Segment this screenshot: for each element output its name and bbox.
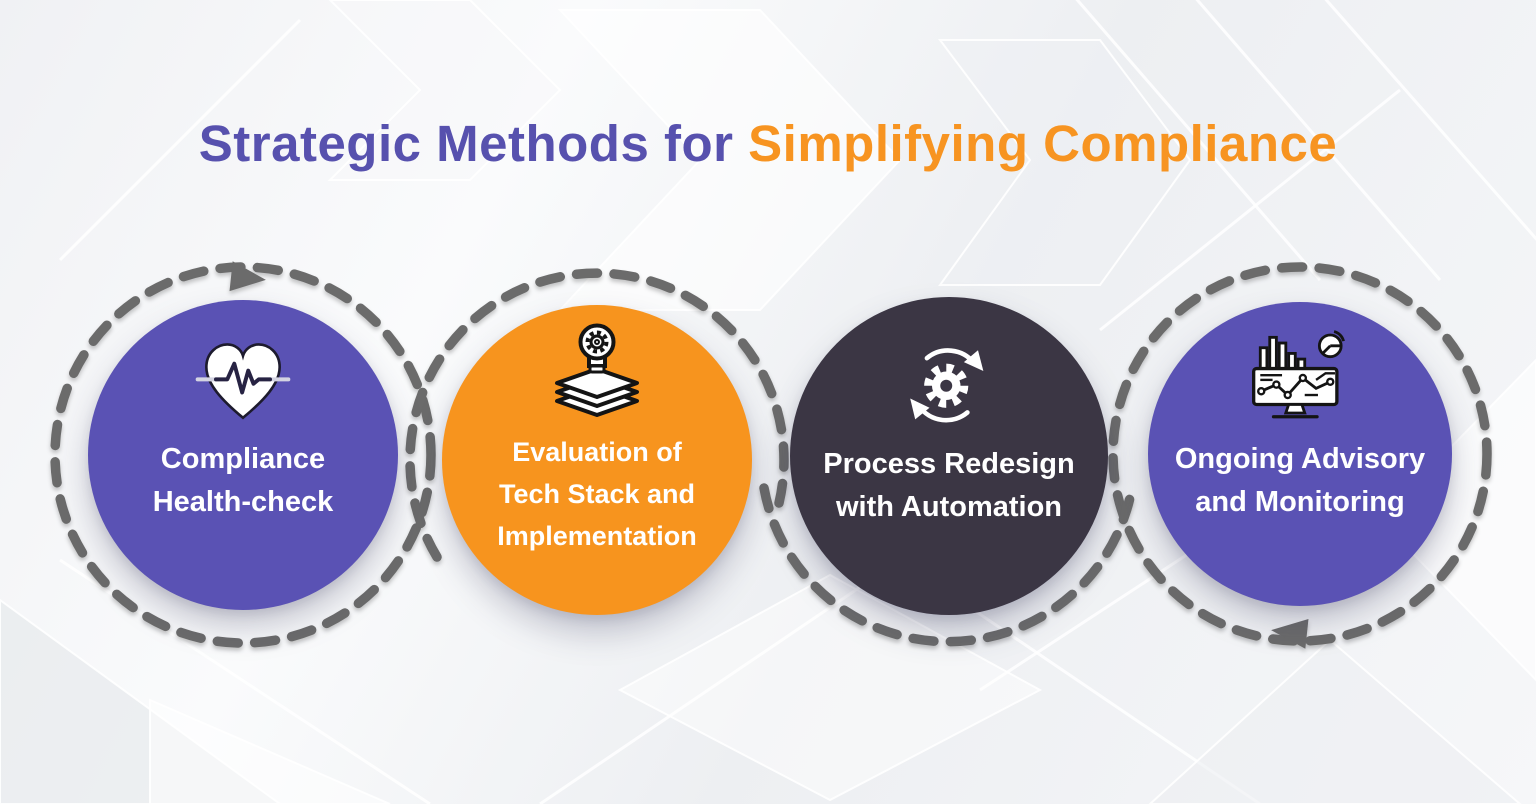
page-title: Strategic Methods for Simplifying Compli… [0, 114, 1536, 173]
title-primary-text: Strategic Methods for [198, 115, 749, 172]
step-label-line: Process Redesign [823, 448, 1075, 480]
step-label: Process Redesign with Automation [823, 443, 1074, 529]
step-label: Compliance Health-check [153, 438, 334, 524]
step-label-line: Ongoing Advisory [1174, 443, 1426, 475]
step-label-line: and Monitoring [1195, 486, 1405, 518]
step-circle-evaluation-tech-stack: Evaluation of Tech Stack and Implementat… [442, 305, 752, 615]
step-label: Ongoing Advisory and Monitoring [1175, 438, 1425, 524]
step-label: Evaluation of Tech Stack and Implementat… [497, 431, 697, 557]
step-label-line: Health-check [152, 486, 334, 518]
bulb-gear-stack-icon [555, 323, 639, 417]
step-circle-ongoing-advisory-monitoring: Ongoing Advisory and Monitoring [1148, 302, 1452, 606]
monitor-analytics-icon [1252, 330, 1345, 419]
gear-sync-icon [910, 348, 984, 423]
step-label-line: Compliance [160, 443, 326, 475]
step-circle-compliance-health-check: Compliance Health-check [88, 300, 398, 610]
title-accent-text: Simplifying Compliance [748, 115, 1338, 172]
step-label-line: Evaluation of [512, 437, 682, 467]
step-label-line: with Automation [835, 491, 1063, 523]
heart-pulse-icon [195, 343, 291, 420]
step-circle-process-redesign-automation: Process Redesign with Automation [790, 297, 1108, 615]
step-label-line: Tech Stack and [498, 479, 696, 509]
step-label-line: Implementation [497, 521, 697, 551]
